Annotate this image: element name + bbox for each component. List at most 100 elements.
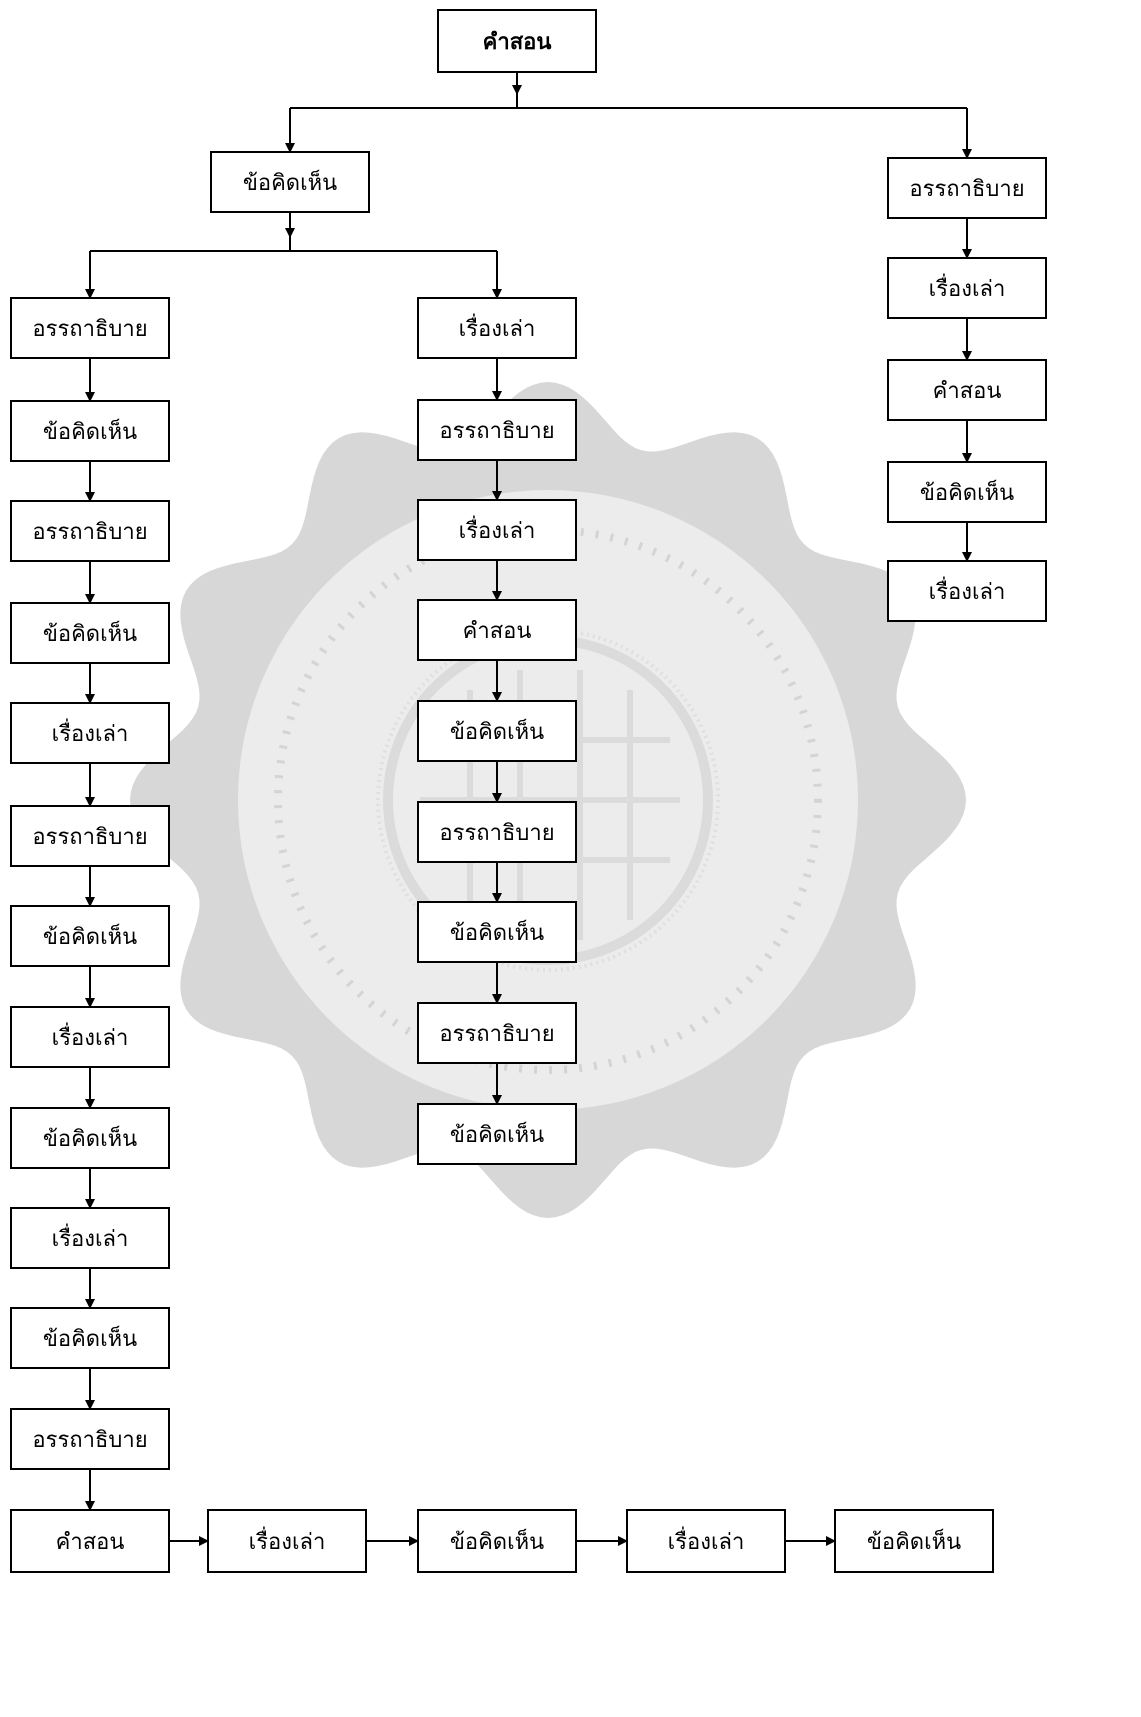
node-box: [10, 1107, 170, 1169]
node-label: ข้อคิดเห็น: [450, 1527, 544, 1555]
node-L3: อรรถาธิบาย: [10, 500, 170, 562]
node-C3: เรื่องเล่า: [417, 499, 577, 561]
node-box: [10, 297, 170, 359]
node-m1: ข้อคิดเห็น: [210, 151, 370, 213]
node-box: [210, 151, 370, 213]
node-label: ข้อคิดเห็น: [867, 1527, 961, 1555]
node-B1: คำสอน: [10, 1509, 170, 1573]
node-box: [10, 500, 170, 562]
node-C8: อรรถาธิบาย: [417, 1002, 577, 1064]
node-C6: อรรถาธิบาย: [417, 801, 577, 863]
node-box: [417, 1002, 577, 1064]
node-R2: คำสอน: [887, 359, 1047, 421]
node-box: [10, 702, 170, 764]
node-L10: เรื่องเล่า: [10, 1207, 170, 1269]
node-L7: ข้อคิดเห็น: [10, 905, 170, 967]
node-box: [887, 359, 1047, 421]
node-label: ข้อคิดเห็น: [450, 717, 544, 745]
node-box: [417, 399, 577, 461]
node-L1: อรรถาธิบาย: [10, 297, 170, 359]
node-R1: เรื่องเล่า: [887, 257, 1047, 319]
node-R4: เรื่องเล่า: [887, 560, 1047, 622]
node-box: [10, 1207, 170, 1269]
node-box: [887, 257, 1047, 319]
node-L2: ข้อคิดเห็น: [10, 400, 170, 462]
node-B5: ข้อคิดเห็น: [834, 1509, 994, 1573]
node-B4: เรื่องเล่า: [626, 1509, 786, 1573]
node-label: เรื่องเล่า: [929, 576, 1006, 605]
node-L9: ข้อคิดเห็น: [10, 1107, 170, 1169]
node-label: เรื่องเล่า: [52, 718, 129, 747]
node-C5: ข้อคิดเห็น: [417, 700, 577, 762]
node-box: [10, 1509, 170, 1573]
node-label: คำสอน: [56, 1530, 125, 1555]
node-L4: ข้อคิดเห็น: [10, 602, 170, 664]
node-box: [417, 901, 577, 963]
node-label: อรรถาธิบาย: [439, 419, 554, 444]
node-label: อรรถาธิบาย: [439, 821, 554, 846]
node-label: เรื่องเล่า: [459, 313, 536, 342]
node-box: [417, 700, 577, 762]
node-box: [417, 499, 577, 561]
node-box: [437, 9, 597, 73]
node-box: [10, 1307, 170, 1369]
node-label: ข้อคิดเห็น: [920, 478, 1014, 506]
node-L11: ข้อคิดเห็น: [10, 1307, 170, 1369]
edges: [85, 72, 972, 1546]
node-label: คำสอน: [933, 379, 1002, 404]
node-C1: เรื่องเล่า: [417, 297, 577, 359]
node-label: ข้อคิดเห็น: [450, 1120, 544, 1148]
node-box: [10, 905, 170, 967]
node-L5: เรื่องเล่า: [10, 702, 170, 764]
node-box: [417, 801, 577, 863]
watermark-seal: [130, 382, 966, 1218]
nodes: คำสอนข้อคิดเห็นอรรถาธิบายอรรถาธิบายข้อคิ…: [10, 9, 1047, 1573]
node-B3: ข้อคิดเห็น: [417, 1509, 577, 1573]
node-box: [887, 560, 1047, 622]
node-root: คำสอน: [437, 9, 597, 73]
node-box: [834, 1509, 994, 1573]
node-L12: อรรถาธิบาย: [10, 1408, 170, 1470]
node-label: ข้อคิดเห็น: [43, 417, 137, 445]
node-label: ข้อคิดเห็น: [450, 918, 544, 946]
node-box: [417, 1103, 577, 1165]
node-label: เรื่องเล่า: [459, 515, 536, 544]
node-box: [887, 461, 1047, 523]
node-label: อรรถาธิบาย: [32, 317, 147, 342]
node-label: คำสอน: [483, 29, 552, 55]
node-label: เรื่องเล่า: [249, 1526, 326, 1555]
node-label: ข้อคิดเห็น: [243, 168, 337, 196]
node-B2: เรื่องเล่า: [207, 1509, 367, 1573]
node-label: เรื่องเล่า: [929, 273, 1006, 302]
node-box: [626, 1509, 786, 1573]
node-label: เรื่องเล่า: [668, 1526, 745, 1555]
node-label: คำสอน: [463, 619, 532, 644]
node-box: [417, 599, 577, 661]
node-L8: เรื่องเล่า: [10, 1006, 170, 1068]
node-label: อรรถาธิบาย: [439, 1022, 554, 1047]
node-C7: ข้อคิดเห็น: [417, 901, 577, 963]
node-box: [887, 157, 1047, 219]
node-R3: ข้อคิดเห็น: [887, 461, 1047, 523]
node-box: [417, 297, 577, 359]
node-label: อรรถาธิบาย: [32, 1428, 147, 1453]
node-box: [417, 1509, 577, 1573]
node-box: [10, 1408, 170, 1470]
node-label: ข้อคิดเห็น: [43, 1324, 137, 1352]
node-label: อรรถาธิบาย: [909, 177, 1024, 202]
node-box: [10, 602, 170, 664]
node-C2: อรรถาธิบาย: [417, 399, 577, 461]
node-label: ข้อคิดเห็น: [43, 1124, 137, 1152]
node-label: อรรถาธิบาย: [32, 520, 147, 545]
node-box: [207, 1509, 367, 1573]
node-C9: ข้อคิดเห็น: [417, 1103, 577, 1165]
node-C4: คำสอน: [417, 599, 577, 661]
node-box: [10, 400, 170, 462]
node-label: อรรถาธิบาย: [32, 825, 147, 850]
node-label: ข้อคิดเห็น: [43, 922, 137, 950]
node-r1: อรรถาธิบาย: [887, 157, 1047, 219]
node-label: ข้อคิดเห็น: [43, 619, 137, 647]
node-box: [10, 1006, 170, 1068]
node-L6: อรรถาธิบาย: [10, 805, 170, 867]
